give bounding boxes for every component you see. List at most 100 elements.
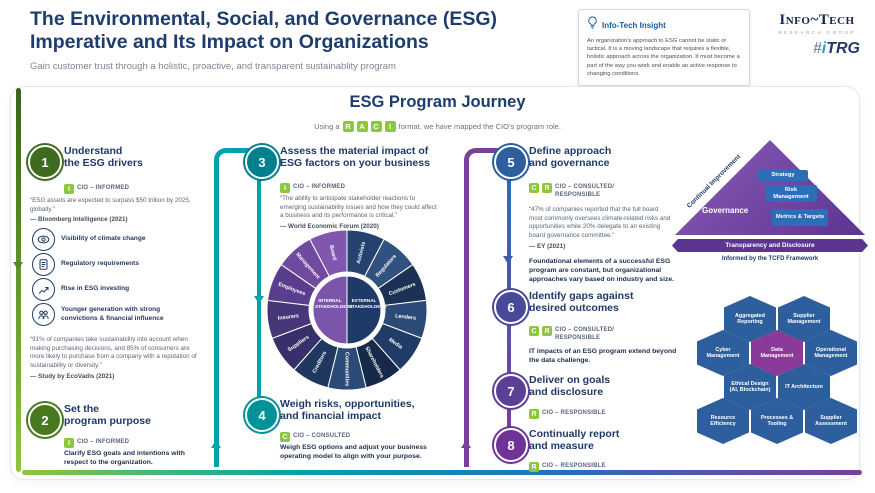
journey-subtitle: Using a R A C I format, we have mapped t… xyxy=(0,121,875,132)
step-4-raci: C CIO – CONSULTED xyxy=(280,432,350,442)
step-7-raci: R CIO – RESPONSIBLE xyxy=(529,409,606,419)
lightbulb-icon xyxy=(587,16,598,34)
step-3-role: CIO – INFORMED xyxy=(293,184,346,190)
arrow-down-icon xyxy=(13,262,23,270)
itrg-logo: #iTRG xyxy=(768,40,866,58)
raci-badge-i: I xyxy=(64,438,74,448)
step-2-body: Clarify ESG goals and intentions with re… xyxy=(64,450,185,466)
ecovadis-quote: “91% of companies take sustainability in… xyxy=(30,336,202,381)
infotech-logo-subtext: RESEARCH GROUP xyxy=(778,30,856,35)
step-6-role: CIO – CONSULTED/ RESPONSIBLE xyxy=(555,327,615,341)
journey-subtitle-prefix: Using a xyxy=(314,122,340,131)
wheel-center-external xyxy=(346,275,382,345)
arrow-up-icon xyxy=(211,440,221,448)
step-7-number: 7 xyxy=(494,374,528,408)
climate-visibility-icon xyxy=(32,228,55,251)
raci-letter-r: R xyxy=(342,121,354,132)
step-6-number: 6 xyxy=(494,290,528,324)
journey-subtitle-suffix: format, we have mapped the CIO’s program… xyxy=(398,122,561,131)
flow-line-teal xyxy=(214,148,253,467)
arrow-up-icon xyxy=(461,440,471,448)
flow-line-teal-drop xyxy=(257,176,261,400)
itrg-hash: # xyxy=(812,40,822,57)
driver-regulatory: Regulatory requirements xyxy=(32,253,189,276)
driver-younger-generation: Younger generation with strong convictio… xyxy=(32,303,189,326)
flow-line-purple xyxy=(464,148,503,467)
younger-generation-icon xyxy=(32,303,55,326)
step-4-body: Weigh ESG options and adjust your busine… xyxy=(280,444,427,460)
step-5-role: CIO – CONSULTED/ RESPONSIBLE xyxy=(555,184,615,198)
step-8-role: CIO – RESPONSIBLE xyxy=(542,463,606,469)
transparency-disclosure-bar: Transparency and Disclosure xyxy=(672,239,868,252)
raci-badge-i: I xyxy=(64,184,74,194)
step-3-number: 3 xyxy=(245,145,279,179)
step-3-raci: I CIO – INFORMED xyxy=(280,183,345,193)
arrow-down-icon xyxy=(254,296,264,304)
wheel-segment-label: Board xyxy=(328,245,338,262)
arrow-down-icon xyxy=(503,256,513,264)
raci-badge-r: R xyxy=(542,183,552,193)
quote-source: — EY (2021) xyxy=(529,242,566,250)
raci-badge-r: R xyxy=(542,326,552,336)
flow-line-gradient-bottom xyxy=(22,470,862,475)
wheel-segment-label: Insurers xyxy=(278,313,300,322)
wef-quote: “The ability to anticipate stakeholder r… xyxy=(280,195,440,232)
page-title-line-2: Imperative and Its Impact on Organizatio… xyxy=(30,31,429,53)
esg-investing-icon xyxy=(32,278,55,301)
raci-badge-c: C xyxy=(529,326,539,336)
step-5-raci: C R CIO – CONSULTED/ RESPONSIBLE xyxy=(529,183,619,199)
step-8-number: 8 xyxy=(494,428,528,462)
itrg-trg: TRG xyxy=(826,40,860,57)
step-1-raci: I CIO – INFORMED xyxy=(64,184,129,194)
insight-box: Info-Tech Insight An organization's appr… xyxy=(578,9,750,87)
flow-line-green xyxy=(16,88,21,472)
step-2-number: 2 xyxy=(28,403,62,437)
external-stakeholders-label: EXTERNAL STAKEHOLDERS xyxy=(349,298,387,309)
page-title: The Environmental, Social, and Governanc… xyxy=(30,8,550,54)
page-title-line-1: The Environmental, Social, and Governanc… xyxy=(30,8,498,30)
pyramid-level-risk-management: Risk Management xyxy=(765,185,817,202)
wheel-center-internal xyxy=(312,275,348,345)
step-7-role: CIO – RESPONSIBLE xyxy=(542,410,606,416)
wheel-segment-label: Activists xyxy=(356,241,367,264)
tcfd-caption: Informed by the TCFD Framework xyxy=(721,256,819,262)
raci-badge-c: C xyxy=(280,432,290,442)
pyramid-level-metrics-targets: Metrics & Targets xyxy=(772,209,828,226)
tcfd-pyramid: Continual Improvement Governance Strateg… xyxy=(672,140,868,268)
quote-source: — Study by EcoVadis (2021) xyxy=(30,372,115,380)
quote-source: — Bloomberg Intelligence (2021) xyxy=(30,216,128,224)
step-2-role: CIO – INFORMED xyxy=(77,439,130,445)
wheel-segment-board xyxy=(309,229,348,278)
internal-stakeholders-label: INTERNAL STAKEHOLDERS xyxy=(315,298,353,309)
raci-letter-c: C xyxy=(370,121,382,132)
raci-letter-a: A xyxy=(356,121,368,132)
wheel-segment-label: Lenders xyxy=(395,313,417,321)
step-4-title: Weigh risks, opportunities,and financial… xyxy=(280,398,415,422)
step-1-number: 1 xyxy=(28,145,62,179)
step-5-body: Foundational elements of a successful ES… xyxy=(529,258,675,283)
bloomberg-quote: “ESG assets are expected to surpass $50 … xyxy=(30,197,200,225)
step-6-body: IT impacts of an ESG program extend beyo… xyxy=(529,348,677,364)
itrg-i: i xyxy=(821,40,827,57)
wheel-segment-label: Communities xyxy=(344,352,350,386)
pyramid-level-strategy: Strategy xyxy=(758,170,808,181)
quote-source: — World Economic Forum (2020) xyxy=(280,223,379,231)
step-6-raci: C R CIO – CONSULTED/ RESPONSIBLE xyxy=(529,326,619,342)
raci-badge-r: R xyxy=(529,462,539,472)
regulatory-icon xyxy=(32,253,55,276)
insight-title: Info-Tech Insight xyxy=(602,20,666,30)
raci-letter-i: I xyxy=(384,121,396,132)
step-5-number: 5 xyxy=(494,145,528,179)
governance-label: Governance xyxy=(702,206,749,215)
infotech-logo: Info~Tech RESEARCH GROUP #iTRG xyxy=(768,12,866,58)
page-subtitle: Gain customer trust through a holistic, … xyxy=(30,61,396,72)
